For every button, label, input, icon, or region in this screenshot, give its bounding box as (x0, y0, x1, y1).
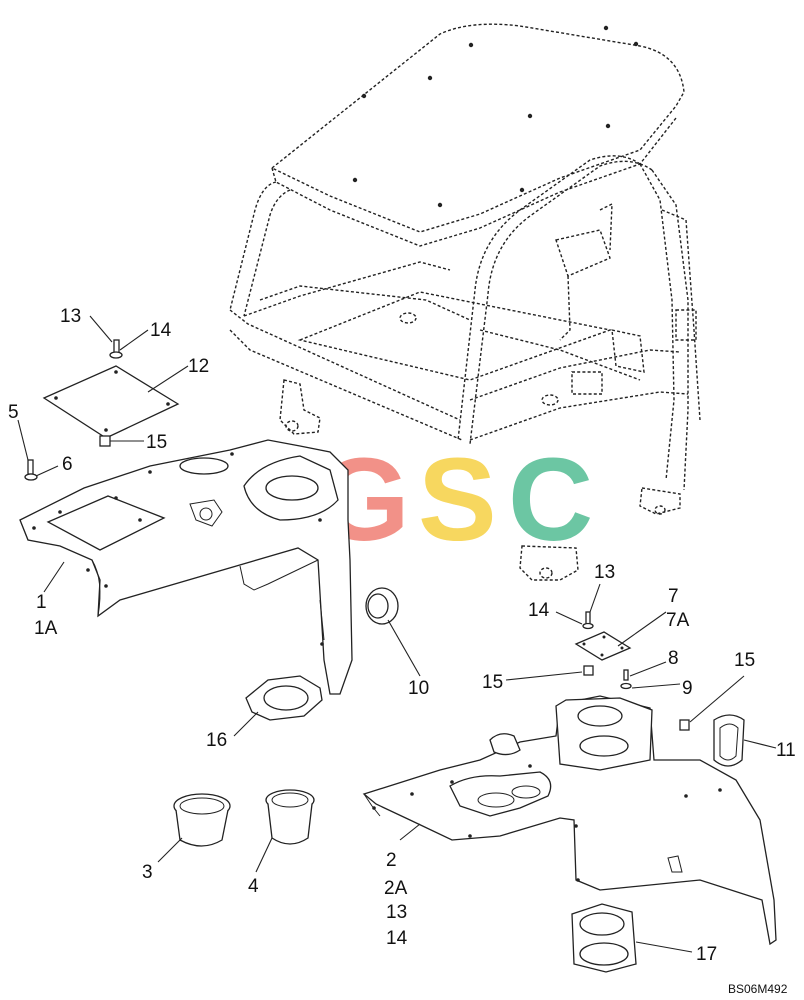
callout-10: 10 (408, 678, 429, 699)
callout-15: 15 (482, 672, 503, 693)
callout-14: 14 (528, 600, 550, 621)
grommet-part-10 (365, 587, 399, 625)
callout-1: 1 (36, 592, 47, 613)
callout-2a: 2A (384, 878, 408, 899)
callout-14: 14 (150, 320, 172, 341)
callout-11: 11 (776, 740, 796, 761)
watermark-letter-c2: C (508, 434, 593, 566)
callout-2: 2 (386, 850, 397, 871)
callout-15: 15 (734, 650, 755, 671)
callout-17: 17 (696, 944, 717, 965)
callout-8: 8 (668, 648, 679, 669)
left-cover-part-1 (19, 439, 353, 695)
leader-lines (17, 315, 777, 953)
cup-holder-part-3 (173, 793, 231, 847)
callout-13: 13 (386, 902, 407, 923)
callout-7a: 7A (666, 610, 690, 631)
callout-6: 6 (62, 454, 73, 475)
callout-16: 16 (206, 730, 227, 751)
drawing-code: BS06M492 (728, 982, 788, 996)
gasket-part-17 (571, 903, 637, 973)
cup-holder-part-4 (265, 789, 315, 845)
callout-1a: 1A (34, 618, 58, 639)
cab-frame (229, 23, 701, 581)
gasket-part-16 (245, 675, 323, 721)
callout-3: 3 (142, 862, 153, 883)
cover-plate-part-12 (42, 365, 180, 439)
callout-7: 7 (668, 586, 679, 607)
right-cover-part-2 (362, 695, 777, 946)
callout-14: 14 (386, 928, 408, 949)
fasteners-left (24, 339, 123, 481)
callout-4: 4 (248, 876, 259, 897)
callout-labels: 13 14 12 5 6 15 1 1A 10 16 3 4 13 14 7 7… (8, 306, 796, 965)
callout-13: 13 (594, 562, 615, 583)
callout-5: 5 (8, 402, 19, 423)
callout-13: 13 (60, 306, 81, 327)
callout-9: 9 (682, 678, 693, 699)
cover-plate-part-7 (574, 631, 632, 661)
watermark-letter-s: S (418, 434, 497, 566)
callout-12: 12 (188, 356, 209, 377)
grommet-part-11 (713, 714, 745, 767)
fasteners-right (582, 611, 690, 731)
callout-15: 15 (146, 432, 167, 453)
